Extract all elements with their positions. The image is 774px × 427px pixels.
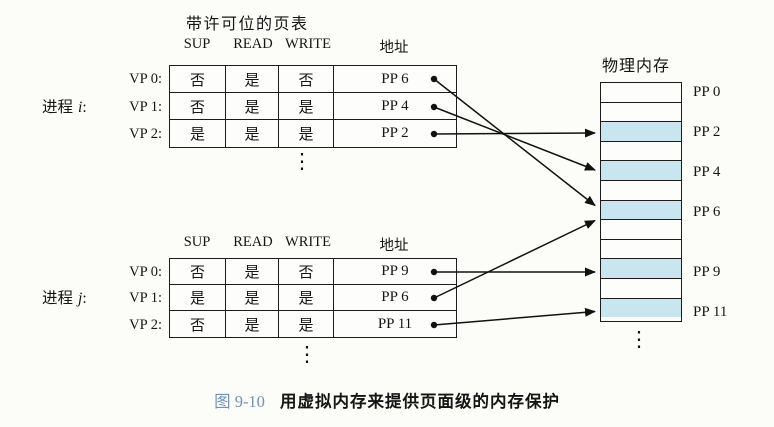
- process-i-label-var: i: [78, 99, 83, 116]
- figure-caption: 图 9-10 用虚拟内存来提供页面级的内存保护: [0, 388, 774, 412]
- physical-memory-column: [600, 82, 682, 322]
- mapping-arrow: [433, 219, 596, 299]
- pm-row-5: [601, 181, 681, 201]
- pte-i-vp0-write: 否: [279, 66, 334, 93]
- bottom-column-header-write: WRITE: [285, 234, 331, 250]
- pte-i-vp1-sup: 否: [170, 93, 226, 120]
- figure-number: 图 9-10: [214, 392, 265, 411]
- pm-row-1: [601, 103, 681, 123]
- top-table-ellipsis: ⋮: [291, 149, 313, 173]
- pte-j-vp2-addr: PP 11: [377, 315, 413, 332]
- page-table-process-j: 否 是 否 PP 9 是 是 是 PP 6 否 是 是 PP 11: [169, 258, 457, 338]
- vp1-label-process-i: VP 1:: [129, 99, 162, 115]
- vp0-label-process-i: VP 0:: [129, 71, 162, 87]
- process-i-label-prefix: 进程: [42, 99, 74, 116]
- pte-i-vp1-read: 是: [226, 93, 279, 120]
- page-table-process-i: 否 是 否 PP 6 否 是 是 PP 4 是 是 是 PP 2: [169, 65, 457, 148]
- pte-j-vp2-read: 是: [226, 311, 279, 337]
- figure-title-text: 用虚拟内存来提供页面级的内存保护: [279, 392, 560, 411]
- bottom-column-header-read: READ: [233, 234, 273, 250]
- pm-row-2: [601, 122, 681, 142]
- top-column-header-addr: 地址: [379, 40, 409, 56]
- pte-j-vp1-sup: 是: [170, 285, 226, 311]
- pte-i-vp2-read: 是: [226, 120, 279, 147]
- pm-row-8: [601, 240, 681, 260]
- pte-j-vp2-sup: 否: [170, 311, 226, 337]
- pm-label-pp-2: PP 2: [693, 124, 721, 140]
- pte-i-vp0-read: 是: [226, 66, 279, 93]
- pm-row-3: [601, 142, 681, 162]
- pm-row-0: [601, 83, 681, 103]
- pm-row-10: [601, 279, 681, 299]
- mapping-arrow: [433, 106, 596, 171]
- pte-j-vp1-read: 是: [226, 285, 279, 311]
- pm-row-7: [601, 220, 681, 240]
- page-table-title: 带许可位的页表: [186, 16, 309, 33]
- pte-i-vp0-addr: PP 6: [334, 66, 456, 93]
- pte-j-vp0-write: 否: [279, 259, 334, 285]
- process-i-label-colon: :: [82, 99, 87, 116]
- bottom-column-header-addr: 地址: [379, 238, 409, 254]
- pte-j-vp0-read: 是: [226, 259, 279, 285]
- pm-row-4: [601, 161, 681, 181]
- pm-label-pp-4: PP 4: [693, 164, 721, 180]
- pm-row-9: [601, 259, 681, 279]
- top-column-header-sup: SUP: [183, 36, 211, 52]
- vp0-label-process-j: VP 0:: [129, 264, 162, 280]
- pte-i-vp2-addr: PP 2: [381, 125, 409, 141]
- pm-label-pp-6: PP 6: [693, 204, 721, 220]
- top-column-header-write: WRITE: [285, 36, 331, 52]
- bottom-column-header-sup: SUP: [183, 234, 211, 250]
- pte-i-vp1-write: 是: [279, 93, 334, 120]
- pte-j-vp1-write: 是: [279, 285, 334, 311]
- pte-j-vp0-addr: PP 9: [334, 259, 456, 285]
- process-j-label-var: j: [78, 290, 83, 307]
- mapping-arrow: [433, 78, 596, 207]
- pte-i-vp2-write: 是: [279, 120, 334, 147]
- physical-memory-ellipsis: ⋮: [628, 327, 650, 351]
- pm-row-11: [601, 298, 681, 318]
- pte-j-vp2-write: 是: [279, 311, 334, 337]
- pm-label-pp-9: PP 9: [693, 264, 721, 280]
- pm-label-pp-0: PP 0: [693, 84, 721, 100]
- pte-j-vp1-addr: PP 6: [334, 285, 456, 311]
- pm-label-pp-11: PP 11: [693, 304, 728, 320]
- vp2-label-process-j: VP 2:: [129, 317, 162, 333]
- mapping-arrow: [433, 128, 596, 138]
- pte-i-vp0-sup: 否: [170, 66, 226, 93]
- pte-i-vp1-addr: PP 4: [334, 93, 456, 120]
- pte-i-vp2-sup: 是: [170, 120, 226, 147]
- vp2-label-process-i: VP 2:: [129, 126, 162, 142]
- pm-row-6: [601, 200, 681, 221]
- process-j-label-colon: :: [82, 290, 87, 307]
- pte-j-vp0-sup: 否: [170, 259, 226, 285]
- physical-memory-title: 物理内存: [601, 58, 670, 75]
- process-j-label-prefix: 进程: [42, 290, 74, 307]
- bottom-table-ellipsis: ⋮: [296, 342, 318, 366]
- mapping-arrow: [433, 307, 596, 326]
- top-column-header-read: READ: [233, 36, 273, 52]
- vp1-label-process-j: VP 1:: [129, 290, 162, 306]
